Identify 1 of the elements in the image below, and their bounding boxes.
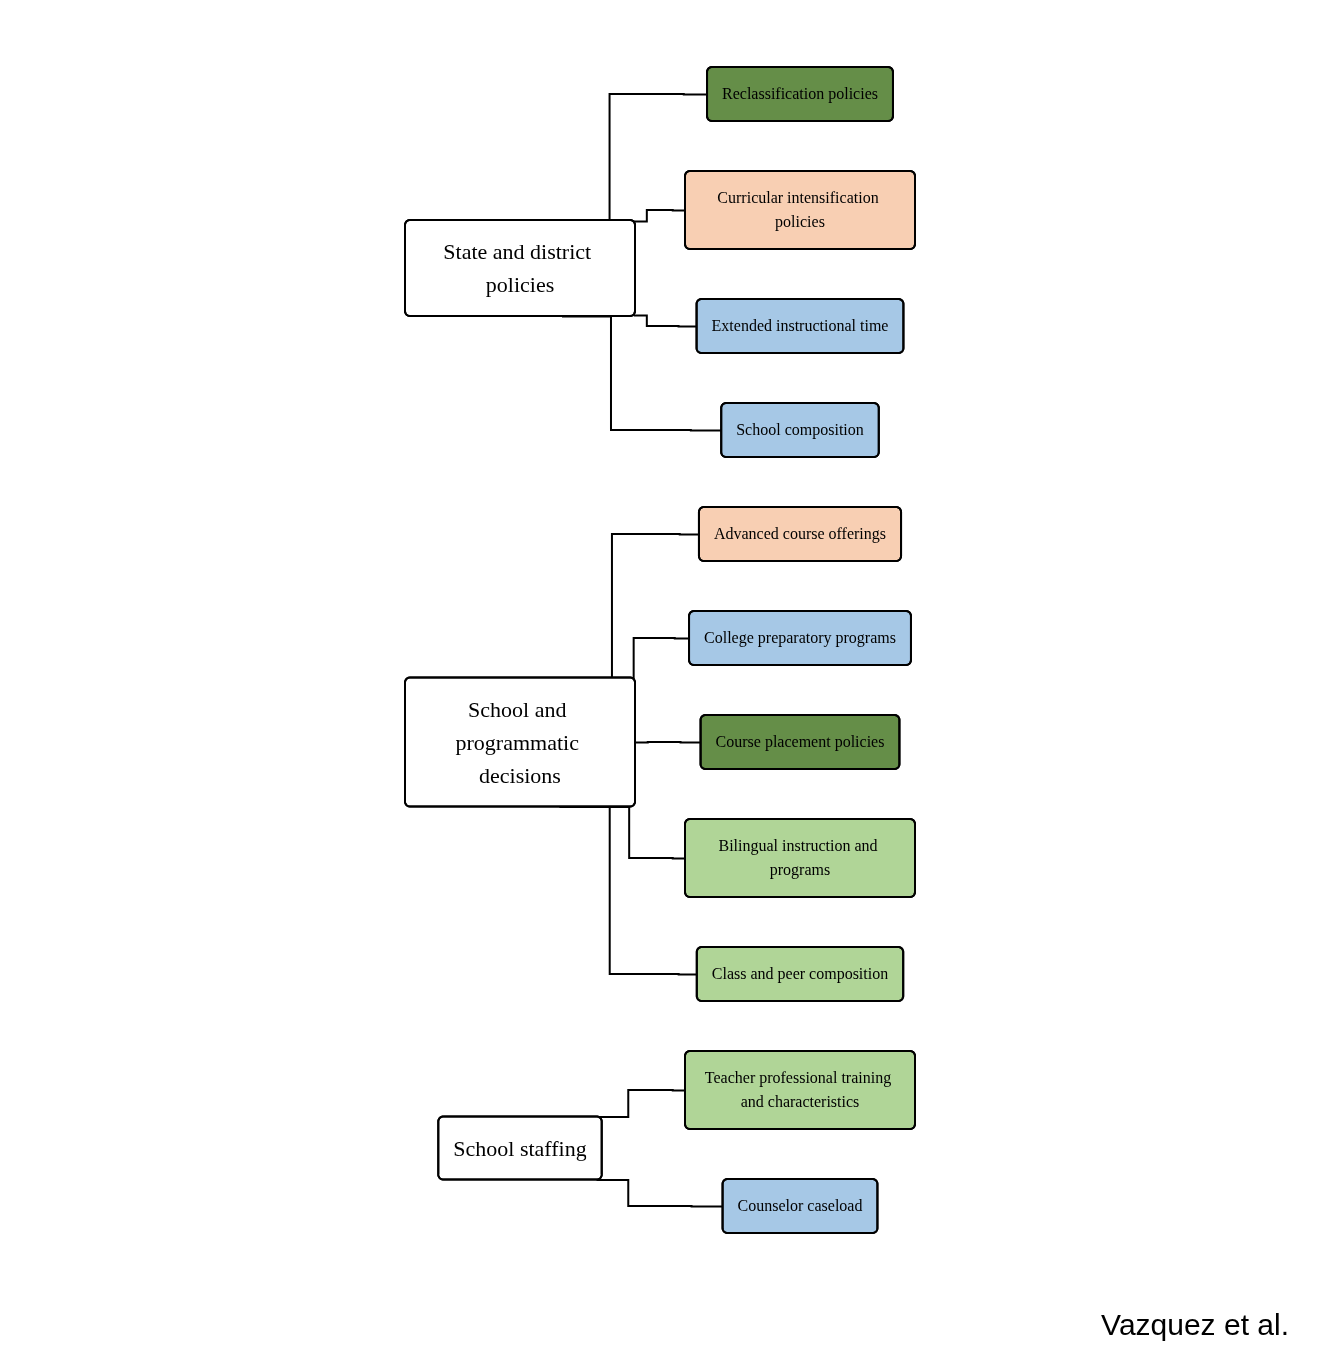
source-note: Vazquez et al. — [1101, 1308, 1289, 1342]
